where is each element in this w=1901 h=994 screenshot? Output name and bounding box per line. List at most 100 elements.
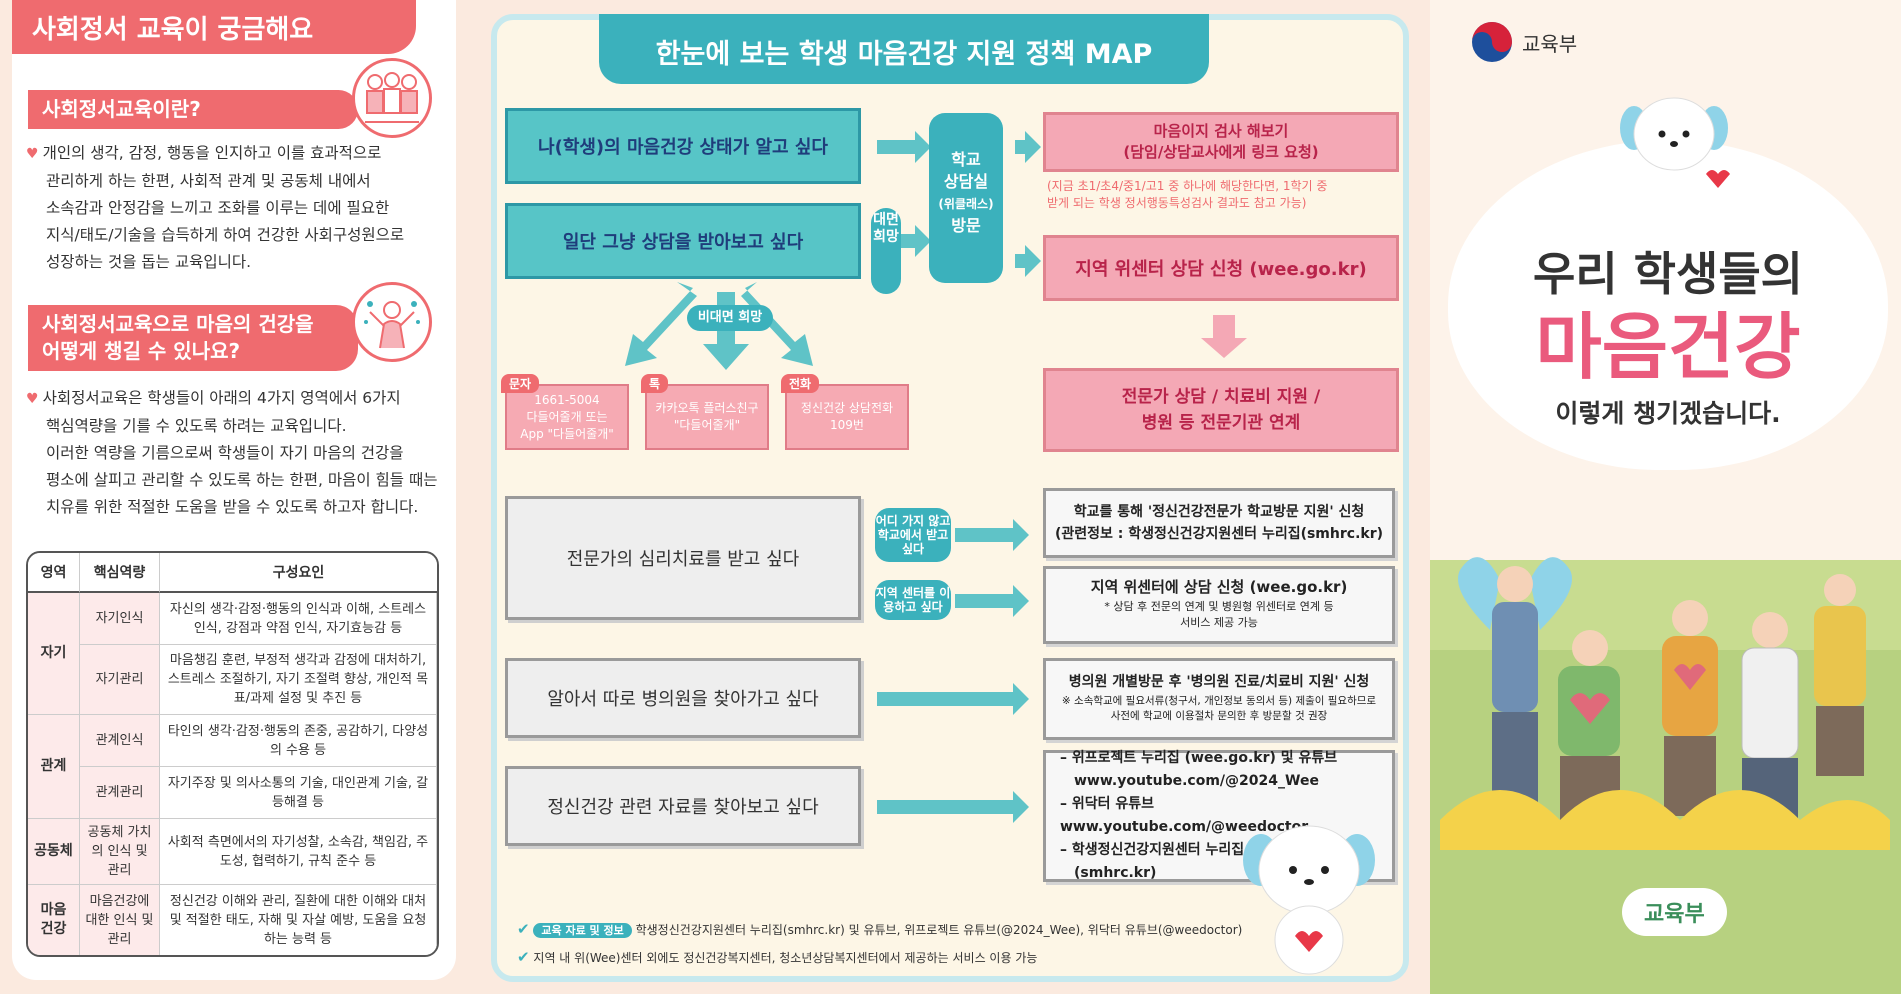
- wee-center-therapy-box: 지역 위센터에 상담 신청 (wee.go.kr) * 상담 후 전문의 연계 …: [1043, 566, 1395, 644]
- p1-note: (지금 초1/초4/중1/고1 중 하나에 해당한다면, 1학기 중 받게 되는…: [1047, 178, 1407, 212]
- table-row: 공동체 공동체 가치의 인식 및 관리 사회적 측면에서의 자기성찰, 소속감,…: [28, 819, 437, 885]
- q2-line: 이러한 역량을 기름으로써 학생들이 자기 마음의 건강을: [46, 444, 404, 462]
- table-cell: 공동체: [28, 819, 80, 885]
- center-line: (위클래스): [938, 197, 994, 211]
- table-cell: 마음챙김 훈련, 부정적 생각과 감정에 대처하기, 스트레스 조절하기, 자기…: [160, 645, 437, 715]
- arrow-right-icon: [955, 519, 1029, 551]
- table-cell: 정신건강 이해와 관리, 질환에 대한 이해와 대처 및 적절한 태도, 자해 …: [160, 885, 437, 955]
- non-face-to-face-label: 비대면 희망: [687, 305, 773, 331]
- table-row: 자기관리 마음챙김 훈련, 부정적 생각과 감정에 대처하기, 스트레스 조절하…: [28, 645, 437, 715]
- table-row: 마음 건강 마음건강에 대한 인식 및 관리 정신건강 이해와 관리, 질환에 …: [28, 885, 437, 955]
- channel-tag: 전화: [781, 374, 820, 393]
- w4-line: – 학생정신건강지원센터 누리집: [1060, 842, 1245, 858]
- q1-line: 개인의 생각, 감정, 행동을 인지하고 이를 효과적으로: [42, 144, 382, 162]
- center-line: 학교: [951, 150, 981, 169]
- check-icon: ✔: [517, 920, 530, 938]
- map-title: 한눈에 보는 학생 마음건강 지원 정책 MAP: [599, 14, 1209, 84]
- w3-line: 사전에 학교에 이용절차 문의한 후 방문할 것 권장: [1110, 709, 1328, 722]
- w1-line: 학교를 통해 '정신건강전문가 학교방문 지원' 신청: [1073, 504, 1365, 520]
- footer-line-2: ✔ 지역 내 위(Wee)센터 외에도 정신건강복지센터, 청소년상담복지센터에…: [517, 948, 1037, 966]
- q2-line-1: 사회정서교육으로 마음의 건강을: [42, 312, 314, 336]
- students-illustration: [1440, 557, 1890, 850]
- p1-sub: (담임/상담교사에게 링크 요청): [1123, 143, 1319, 161]
- person-thinking-icon: [352, 282, 432, 362]
- ch-line: 1661-5004: [534, 392, 600, 407]
- ministry-name: 교육부: [1522, 31, 1578, 56]
- table-cell: 자신의 생각·감정·행동의 인식과 이해, 스트레스 인식, 강점과 약점 인식…: [160, 593, 437, 645]
- taegeuk-icon: [1472, 22, 1512, 62]
- table-cell: 관계인식: [80, 715, 160, 767]
- mascot-top-illustration: [1620, 97, 1730, 188]
- ch-line: App "다들어줄개": [520, 426, 614, 441]
- w4-line: – 위프로젝트 누리집 (wee.go.kr) 및 유튜브: [1060, 750, 1338, 766]
- policy-map-card: 한눈에 보는 학생 마음건강 지원 정책 MAP 나(학생)의 마음건강 상태가…: [491, 14, 1409, 982]
- table-cell: 관계: [28, 715, 80, 819]
- ch-line: 다들어줄개 또는: [526, 409, 608, 424]
- w2-line: 지역 위센터에 상담 신청 (wee.go.kr): [1090, 578, 1348, 596]
- table-cell: 타인의 생각·감정·행동의 존중, 공감하기, 다양성의 수용 등: [160, 715, 437, 767]
- q2-line: 사회정서교육은 학생들이 아래의 4가지 영역에서 6가지: [42, 389, 401, 407]
- middle-panel: 한눈에 보는 학생 마음건강 지원 정책 MAP 나(학생)의 마음건강 상태가…: [470, 0, 1430, 994]
- need-hospital: 알아서 따로 병의원을 찾아가고 싶다: [505, 658, 861, 738]
- w4-line: (smhrc.kr): [1074, 865, 1157, 881]
- table-row: 관계관리 자기주장 및 의사소통의 기술, 대인관계 기술, 갈등해결 등: [28, 767, 437, 819]
- arrow-down-icon: [1213, 315, 1235, 339]
- arrow-right-icon: [955, 585, 1029, 617]
- heart-cloud: [1448, 140, 1888, 470]
- left-title: 사회정서 교육이 궁금해요: [12, 0, 416, 54]
- mind-check-box: 마음이지 검사 해보기 (담임/상담교사에게 링크 요청): [1043, 112, 1399, 172]
- heart-icon: ♥: [26, 146, 39, 162]
- need-counseling: 일단 그냥 상담을 받아보고 싶다: [505, 203, 861, 279]
- footer-tag: 교육 자료 및 정보: [533, 923, 632, 938]
- w4-line: – 위닥터 유튜브 www.youtube.com/@weedoctor: [1060, 796, 1309, 835]
- school-visit-box: 학교를 통해 '정신건강전문가 학교방문 지원' 신청 (관련정보 : 학생정신…: [1043, 488, 1395, 558]
- table-cell: 자기: [28, 593, 80, 715]
- school-bubble: 어디 가지 않고 학교에서 받고 싶다: [875, 508, 951, 562]
- p3-line: 전문가 상담 / 치료비 지원 /: [1121, 387, 1321, 407]
- ch-line: 109번: [830, 418, 864, 432]
- w2-line: 서비스 제공 가능: [1180, 616, 1258, 629]
- need-therapy: 전문가의 심리치료를 받고 싶다: [505, 496, 861, 620]
- footer-text: 학생정신건강지원센터 누리집(smhrc.kr) 및 유튜브, 위프로젝트 유튜…: [635, 923, 1243, 937]
- center-line: 상담실: [943, 172, 989, 191]
- need-check-status: 나(학생)의 마음건강 상태가 알고 싶다: [505, 108, 861, 184]
- heart-icon: ♥: [26, 391, 39, 407]
- arrow-right-icon: [1015, 245, 1041, 277]
- p1-title: 마음이지 검사 해보기: [1153, 122, 1289, 140]
- arrow-right-icon: [877, 131, 931, 163]
- hospital-box: 병의원 개별방문 후 '병의원 진료/치료비 지원' 신청 ※ 소속학교에 필요…: [1043, 658, 1395, 740]
- ministry-logo: 교육부: [1470, 20, 1577, 64]
- table-cell: 자기인식: [80, 593, 160, 645]
- check-icon: ✔: [517, 948, 530, 966]
- w4-line: www.youtube.com/@2024_Wee: [1074, 773, 1319, 789]
- table-cell: 마음건강에 대한 인식 및 관리: [80, 885, 160, 955]
- ch-line: 카카오톡 플러스친구: [655, 401, 759, 415]
- p1-note-line: 받게 되는 학생 정서행동특성검사 결과도 참고 가능): [1047, 196, 1307, 210]
- left-panel: 사회정서 교육이 궁금해요 사회정서교육이란? ♥개인의 생각, 감정, 행동을…: [0, 0, 470, 994]
- table-row: 자기 자기인식 자신의 생각·감정·행동의 인식과 이해, 스트레스 인식, 강…: [28, 593, 437, 715]
- q1-line: 소속감과 안정감을 느끼고 조화를 이루는 데에 필요한: [46, 199, 390, 217]
- question-1: 사회정서교육이란?: [28, 90, 358, 129]
- table-header: 구성요인: [160, 553, 437, 593]
- q1-line: 성장하는 것을 돕는 교육입니다.: [46, 253, 252, 271]
- table-cell: 자기관리: [80, 645, 160, 715]
- wee-center-box: 지역 위센터 상담 신청 (wee.go.kr): [1043, 235, 1399, 301]
- q1-line: 지식/태도/기술을 습득하게 하여 건강한 사회구성원으로: [46, 226, 405, 244]
- table-cell: 공동체 가치의 인식 및 관리: [80, 819, 160, 885]
- face-to-face-label: 대면희망: [871, 208, 901, 294]
- q2-line: 치유를 위한 적절한 도움을 받을 수 있도록 하고자 합니다.: [46, 498, 419, 516]
- channel-text-box: 1661-5004 다들어줄개 또는 App "다들어줄개": [505, 384, 629, 450]
- p1-note-line: (지금 초1/초4/중1/고1 중 하나에 해당한다면, 1학기 중: [1047, 179, 1328, 193]
- footer-text: 지역 내 위(Wee)센터 외에도 정신건강복지센터, 청소년상담복지센터에서 …: [533, 951, 1038, 965]
- channel-tag: 문자: [501, 374, 540, 393]
- arrow-right-icon: [877, 683, 1029, 715]
- arrow-right-icon: [877, 791, 1029, 823]
- channel-phone-box: 정신건강 상담전화 109번: [785, 384, 909, 450]
- ministry-badge: 교육부: [1622, 888, 1727, 936]
- p3-line: 병원 등 전문기관 연계: [1141, 413, 1301, 433]
- table-header: 영역: [28, 553, 80, 593]
- w3-line: ※ 소속학교에 필요서류(청구서, 개인정보 동의서 등) 제출이 필요하므로: [1061, 694, 1377, 707]
- center-line: 방문: [951, 216, 981, 235]
- table-cell: 마음 건강: [28, 885, 80, 955]
- footer-line-1: ✔ 교육 자료 및 정보 학생정신건강지원센터 누리집(smhrc.kr) 및 …: [517, 920, 1242, 938]
